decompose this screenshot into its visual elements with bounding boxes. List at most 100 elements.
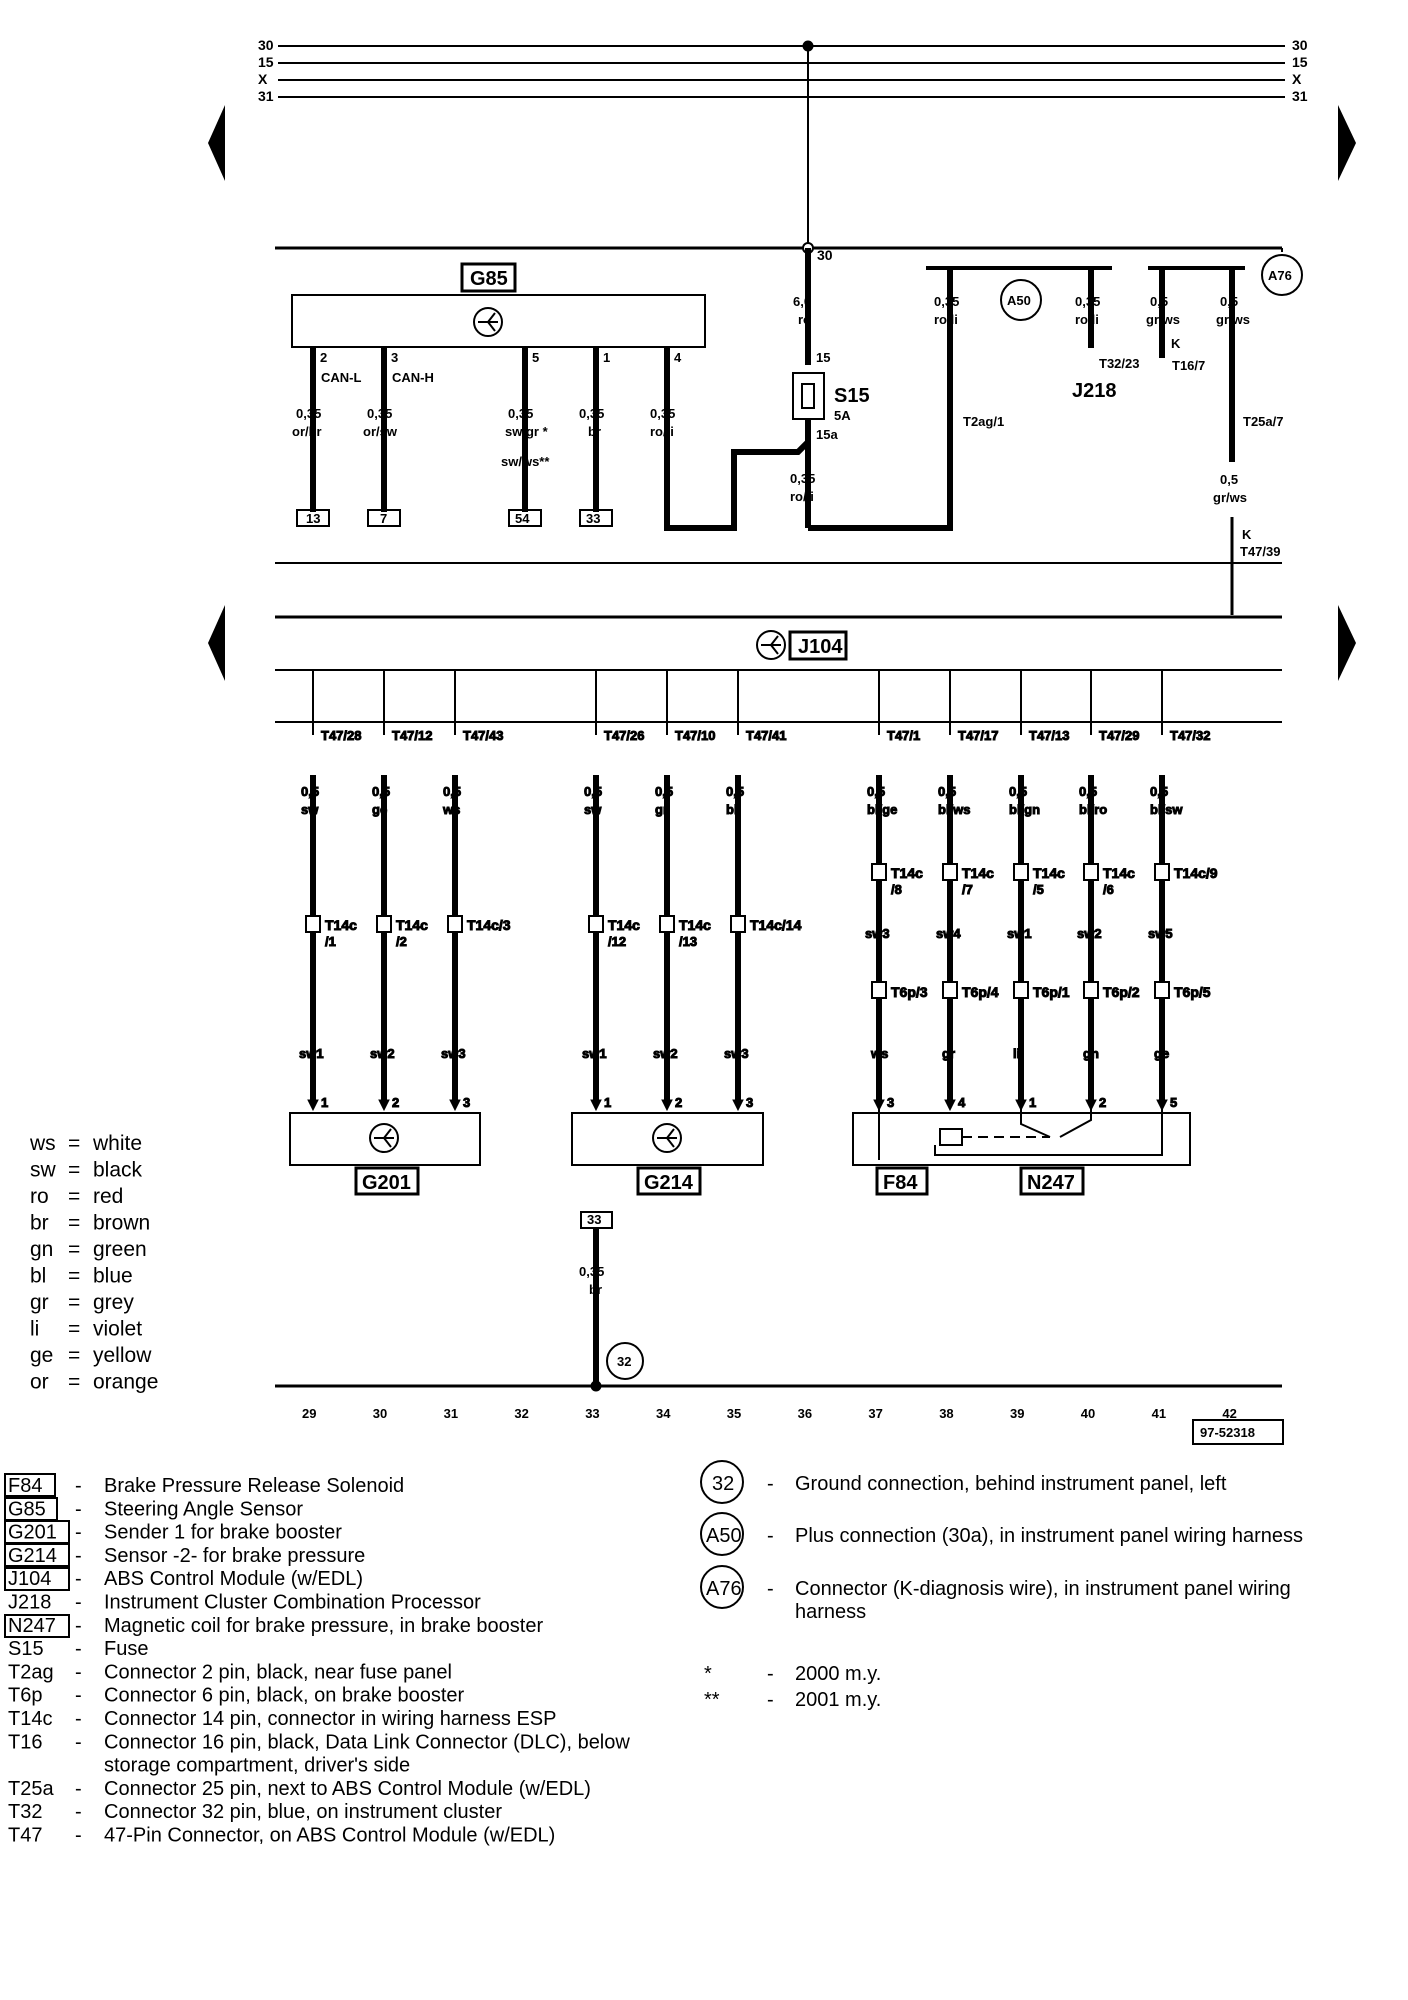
j218-wire-color: ro/li [1075, 312, 1099, 327]
legend-name-or: orange [93, 1371, 158, 1394]
key-dash-s15: - [75, 1638, 82, 1660]
wire-6-color1: bl/ge [867, 802, 897, 817]
key-right-desc-3: 2000 m.y. [795, 1663, 881, 1685]
wire-6-t14: T14c [891, 865, 923, 881]
wire-7-t6: T6p/4 [962, 984, 999, 1000]
legend-eq-ge: = [68, 1344, 80, 1367]
wire-10-t6-box [1154, 981, 1170, 999]
wire-7-color3: gr [942, 1046, 955, 1061]
coord-38: 38 [939, 1406, 953, 1421]
legend-name-bl: blue [93, 1265, 133, 1288]
g85-pin-3-label: CAN-H [392, 370, 434, 385]
wire-6-t6: T6p/3 [891, 984, 928, 1000]
j218-wire-size: 0,35 [1075, 294, 1100, 309]
wire-2-t47: T47/43 [463, 728, 503, 743]
key-right-code-3: * [704, 1663, 712, 1685]
wire-7-color2: sw4 [936, 926, 961, 941]
wire-6-t14-box [871, 863, 887, 881]
wire-1-arrow [378, 1099, 390, 1112]
wire-3-t14pin: /12 [608, 934, 626, 949]
wire-1-color1: ge [372, 802, 387, 817]
key-right-desc2-2: harness [795, 1601, 866, 1623]
wire-1-pin: 2 [392, 1095, 399, 1110]
key-code-t47: T47 [8, 1825, 42, 1847]
wire-1-color2: sw2 [370, 1046, 395, 1061]
key-code-t16: T16 [8, 1731, 42, 1753]
g85-pin-1: 1 [603, 350, 610, 365]
g85-pin-4: 4 [674, 350, 682, 365]
key-dash-t25a: - [75, 1778, 82, 1800]
wire-1-t47: T47/12 [392, 728, 432, 743]
bus-node-30: 30 [817, 247, 833, 263]
wire-5-t14-box [730, 915, 746, 933]
wire-7-pin: 4 [958, 1095, 966, 1110]
legend-code-li: li [30, 1318, 39, 1341]
coord-30: 30 [373, 1406, 387, 1421]
key-code-s15: S15 [8, 1638, 44, 1660]
key-desc-f84: Brake Pressure Release Solenoid [104, 1475, 404, 1497]
key-right-code-0: 32 [712, 1473, 734, 1495]
wire-1-t14-box [376, 915, 392, 933]
key-dash-g85: - [75, 1498, 82, 1520]
g85-pin-5: 5 [532, 350, 539, 365]
wire-1-t14pin: /2 [396, 934, 407, 949]
wire-4-size: 0,5 [655, 784, 673, 799]
key-code-j218: J218 [8, 1592, 51, 1614]
coord-41: 41 [1152, 1406, 1166, 1421]
g85-pin-2-color: or/br [292, 424, 322, 439]
key-code-j104: J104 [8, 1568, 51, 1590]
wire-10-color2: sw5 [1148, 926, 1173, 941]
wire-4-t14: T14c [679, 917, 711, 933]
wire-9-t47: T47/29 [1099, 728, 1139, 743]
wire-5-color1: bl [726, 802, 738, 817]
fuse-pin-out: 15a [816, 427, 838, 442]
legend-eq-ro: = [68, 1185, 80, 1208]
g85-pin-3-color: or/sw [363, 424, 398, 439]
key-code-f84: F84 [8, 1475, 42, 1497]
wire-7-t14pin: /7 [962, 882, 973, 897]
key-dash-f84: - [75, 1475, 82, 1497]
wire-4-t14-box [659, 915, 675, 933]
g214-label: G214 [644, 1172, 694, 1194]
wire-10-color3: ge [1154, 1046, 1169, 1061]
wire-7-arrow [944, 1099, 956, 1112]
wire-9-size: 0,5 [1079, 784, 1097, 799]
legend-code-br: br [30, 1212, 49, 1235]
legend-name-br: brown [93, 1212, 150, 1235]
nav-left-arrow-top [208, 105, 225, 181]
g85-label: G85 [470, 268, 508, 290]
key-code-t32: T32 [8, 1801, 42, 1823]
wire-3-size: 0,5 [584, 784, 602, 799]
wire-9-t14: T14c [1103, 865, 1135, 881]
wire-9-t6: T6p/2 [1103, 984, 1140, 1000]
key-right-dash-0: - [767, 1473, 774, 1495]
wire-0-t14-box [305, 915, 321, 933]
wire-4-t14pin: /13 [679, 934, 697, 949]
wire-6-color2: sw3 [865, 926, 890, 941]
key-code-g214: G214 [8, 1545, 57, 1567]
wire-0-t14: T14c [325, 917, 357, 933]
key-desc-t2ag: Connector 2 pin, black, near fuse panel [104, 1661, 452, 1683]
legend-eq-gr: = [68, 1291, 80, 1314]
wire-10-size: 0,5 [1150, 784, 1168, 799]
g201-label: G201 [362, 1172, 411, 1194]
wire-6-color3: ws [870, 1046, 888, 1061]
wire-8-t47: T47/13 [1029, 728, 1069, 743]
n247-label: N247 [1027, 1172, 1075, 1194]
g85-pin-4-color: ro/li [650, 424, 674, 439]
legend-eq-gn: = [68, 1238, 80, 1261]
wire-9-arrow [1085, 1099, 1097, 1112]
wire-8-color1: bl/gn [1009, 802, 1040, 817]
f84-label: F84 [883, 1172, 918, 1194]
wire-5-color2: sw3 [724, 1046, 749, 1061]
wire-0-color2: sw1 [299, 1046, 324, 1061]
rail-label-30-right: 30 [1292, 37, 1308, 53]
g85-pin-4-size: 0,35 [650, 406, 675, 421]
wire-8-color2: sw1 [1007, 926, 1032, 941]
wire-0-t14pin: /1 [325, 934, 336, 949]
g85-pin-2-ref: 13 [306, 511, 320, 526]
legend-name-gn: green [93, 1238, 147, 1261]
key-right-desc-2: Connector (K-diagnosis wire), in instrum… [795, 1578, 1291, 1600]
key-right-dash-2: - [767, 1578, 774, 1600]
wire-8-t14: T14c [1033, 865, 1065, 881]
